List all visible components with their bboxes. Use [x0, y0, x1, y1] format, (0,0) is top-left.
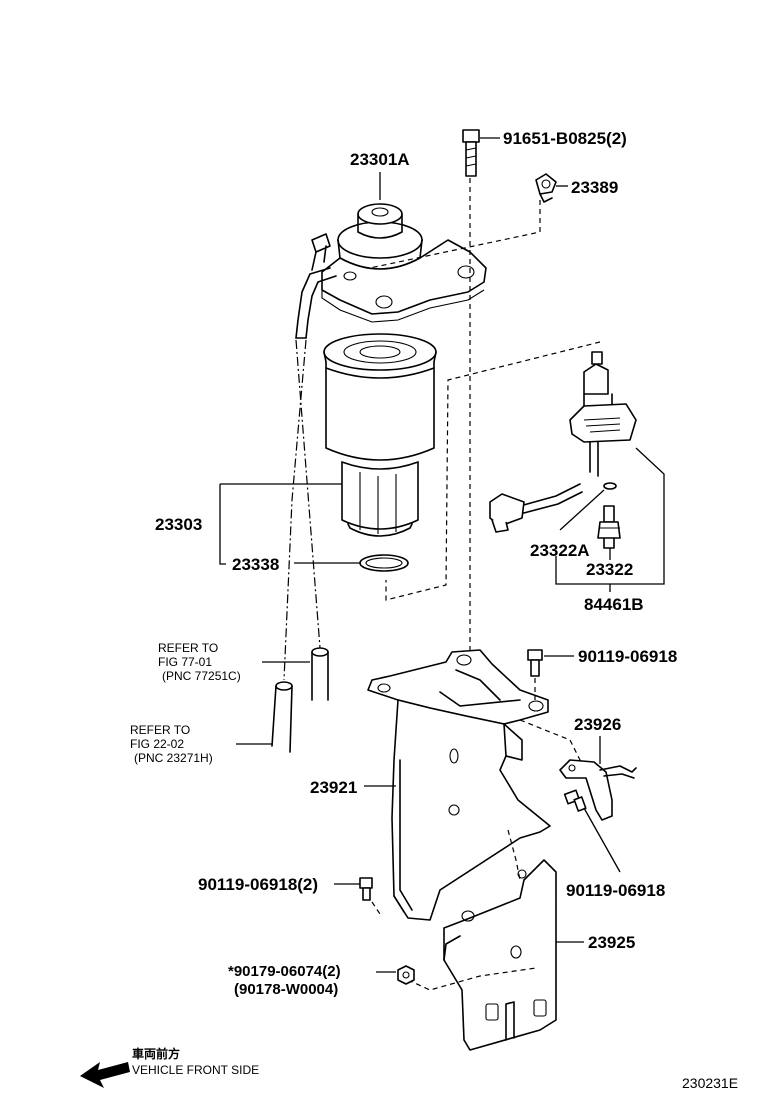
- bolt-top: [462, 129, 480, 177]
- label-23322A: 23322A: [530, 541, 590, 560]
- hose-left: [271, 681, 293, 753]
- leader-23303-bracket: [219, 484, 226, 565]
- leader-23322A: [559, 489, 605, 531]
- label-23303: 23303: [155, 515, 202, 534]
- guide-nut: [407, 967, 537, 991]
- leader-84461B-bracket: [555, 447, 665, 585]
- switch: [597, 505, 621, 549]
- label-23338: 23338: [232, 555, 279, 574]
- label-23921: 23921: [310, 778, 357, 797]
- guide-filter: [385, 341, 601, 601]
- guide-sub-bracket: [519, 719, 583, 765]
- figure-code: 230231E: [682, 1075, 738, 1091]
- vehicle-front-arrow-icon: [80, 1062, 130, 1088]
- nut: [397, 965, 415, 985]
- main-bracket: [367, 649, 551, 921]
- label-bolt-left: 90119-06918(2): [198, 875, 318, 894]
- label-84461B: 84461B: [584, 595, 644, 614]
- label-bolt-top: 91651-B0825(2): [503, 129, 627, 148]
- label-23926: 23926: [574, 715, 621, 734]
- guide-hose-2: [295, 339, 321, 649]
- hose-right: [311, 647, 329, 701]
- sensor-connector: [489, 483, 583, 533]
- guide-plate: [507, 829, 521, 881]
- plate: [443, 859, 557, 1051]
- label-23322: 23322: [586, 560, 633, 579]
- guide-clip: [369, 200, 541, 269]
- ref1-line1: REFER TO: [158, 641, 218, 655]
- label-bolt-sub: 90119-06918: [566, 881, 665, 900]
- label-23301A: 23301A: [350, 150, 410, 169]
- clip: [535, 173, 557, 203]
- label-nut-alt: (90178-W0004): [234, 981, 338, 998]
- ref2-line3: (PNC 23271H): [134, 751, 213, 765]
- bolt-sub: [563, 789, 587, 812]
- ref1-line3: (PNC 77251C): [162, 669, 241, 683]
- filter-head: [295, 203, 487, 339]
- direction-label-jp: 車両前方: [132, 1046, 180, 1061]
- label-nut: *90179-06074(2): [228, 963, 341, 980]
- o-ring: [359, 554, 409, 572]
- leader-bolt-sub: [583, 807, 621, 873]
- guide-bolt-left: [371, 901, 381, 915]
- ref2-line2: FIG 22-02: [130, 737, 184, 751]
- label-23389: 23389: [571, 178, 618, 197]
- label-bolt-bracket: 90119-06918: [578, 647, 677, 666]
- sub-bracket: [559, 759, 637, 821]
- ref2-line1: REFER TO: [130, 723, 190, 737]
- bolt-left: [359, 877, 373, 901]
- water-sensor: [569, 351, 637, 477]
- direction-label-en: VEHICLE FRONT SIDE: [132, 1063, 259, 1077]
- filter-element: [323, 333, 437, 537]
- ref1-line2: FIG 77-01: [158, 655, 212, 669]
- label-23925: 23925: [588, 933, 635, 952]
- guide-hose-1: [283, 339, 307, 681]
- gasket-ring: [603, 482, 617, 490]
- bolt-bracket: [527, 649, 543, 677]
